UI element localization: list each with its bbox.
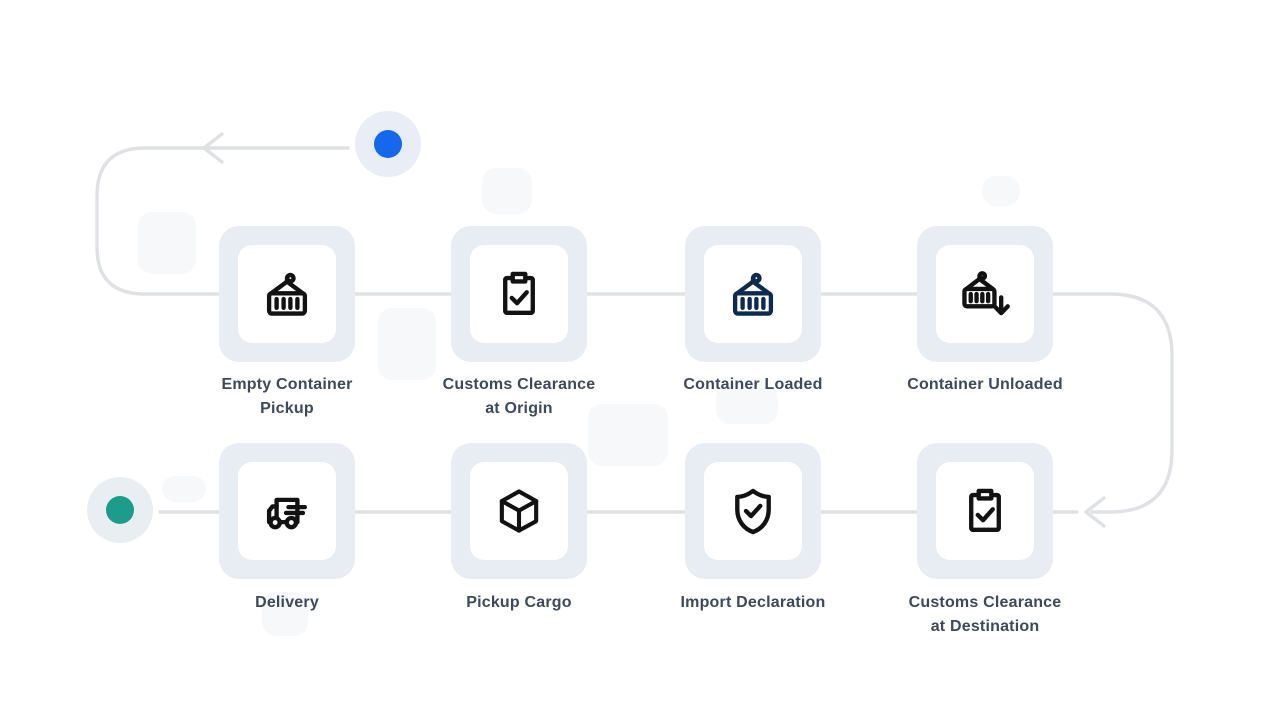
step-card-inner: [704, 245, 802, 343]
step-card-inner: [470, 462, 568, 560]
step-card: [685, 443, 821, 579]
background-watermark: [162, 476, 206, 502]
step-card-inner: [936, 245, 1034, 343]
step-label: Container Unloaded: [885, 373, 1085, 397]
flow-connector-path: [95, 146, 350, 296]
shield-check-icon: [724, 482, 782, 540]
step-card-inner: [704, 462, 802, 560]
step-card: [451, 443, 587, 579]
arrow-left-icon: [1084, 496, 1106, 528]
step-label: Pickup Cargo: [419, 591, 619, 615]
clipboard-check-icon: [956, 482, 1014, 540]
step-label-line: at Destination: [930, 618, 1040, 635]
container-crane-icon: [724, 265, 782, 323]
step-card: [917, 443, 1053, 579]
step-card-inner: [238, 245, 336, 343]
arrow-left-icon: [202, 132, 224, 164]
flow-end-marker: [87, 477, 153, 543]
step-label-line: Customs Clearance: [908, 594, 1062, 611]
background-watermark: [588, 404, 668, 466]
start-dot-icon: [374, 130, 402, 158]
cargo-box-icon: [490, 482, 548, 540]
step-label-line: Customs Clearance: [442, 376, 596, 393]
step-label-line: Pickup: [260, 400, 314, 417]
flow-start-marker: [355, 111, 421, 177]
end-dot-icon: [106, 496, 134, 524]
step-card-inner: [238, 462, 336, 560]
clipboard-check-icon: [490, 265, 548, 323]
step-label: Customs Clearance at Origin: [419, 373, 619, 421]
delivery-truck-icon: [258, 482, 316, 540]
background-watermark: [716, 384, 778, 424]
step-card-inner: [936, 462, 1034, 560]
step-label-line: Container Loaded: [683, 376, 823, 393]
container-unload-icon: [956, 265, 1014, 323]
step-card: [917, 226, 1053, 362]
step-card-inner: [470, 245, 568, 343]
step-label-line: Import Declaration: [680, 594, 826, 611]
flow-connector-path: [1051, 292, 1174, 514]
step-label-line: Empty Container: [221, 376, 353, 393]
step-label-line: Delivery: [255, 594, 319, 611]
step-label: Import Declaration: [653, 591, 853, 615]
step-label: Delivery: [187, 591, 387, 615]
step-label-line: Pickup Cargo: [466, 594, 572, 611]
background-watermark: [262, 592, 308, 636]
step-label-line: at Origin: [485, 400, 553, 417]
step-label: Container Loaded: [653, 373, 853, 397]
background-watermark: [482, 168, 532, 214]
container-crane-icon: [258, 265, 316, 323]
step-label-line: Container Unloaded: [907, 376, 1063, 393]
step-card: [219, 443, 355, 579]
background-watermark: [138, 212, 196, 274]
background-watermark: [378, 308, 436, 380]
step-card: [451, 226, 587, 362]
step-label: Customs Clearance at Destination: [885, 591, 1085, 639]
step-card: [685, 226, 821, 362]
step-card: [219, 226, 355, 362]
background-watermark: [982, 176, 1020, 206]
